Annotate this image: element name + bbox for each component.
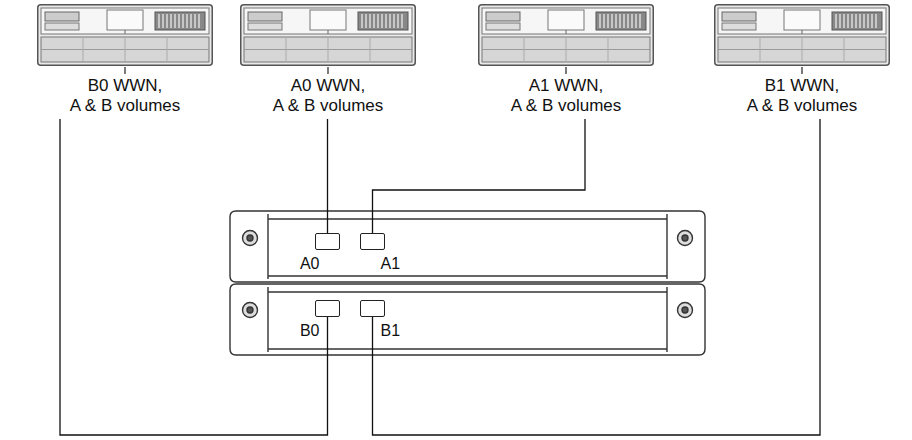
port-box: B1	[360, 300, 385, 317]
wrap-spacer	[746, 76, 764, 77]
port-label: A0	[300, 255, 320, 273]
fibre-cable	[60, 119, 328, 435]
port-label: A1	[381, 255, 401, 273]
wrap-spacer	[841, 76, 859, 77]
host-label: B1 WWN, A & B volumes	[746, 76, 859, 116]
host-label: B0 WWN, A & B volumes	[69, 76, 182, 116]
host-server: B0 WWN, A & B volumes	[37, 4, 213, 116]
host-label: A1 WWN, A & B volumes	[510, 76, 623, 116]
controller-tray	[230, 284, 705, 355]
port-box: A0	[315, 233, 340, 250]
host-label: A0 WWN, A & B volumes	[272, 76, 385, 116]
port-label: B1	[381, 322, 401, 340]
host-server: A1 WWN, A & B volumes	[478, 4, 654, 116]
port-label: B0	[300, 322, 320, 340]
host-server: A0 WWN, A & B volumes	[240, 4, 416, 116]
wrap-spacer	[164, 76, 182, 77]
server-drawing	[241, 5, 416, 66]
wrap-spacer	[69, 76, 87, 77]
port-box: A1	[360, 233, 385, 250]
wrap-spacer	[272, 76, 290, 77]
controller-tray	[230, 211, 705, 282]
server-drawing	[38, 5, 213, 66]
wrap-spacer	[605, 76, 623, 77]
server-drawing	[479, 5, 654, 66]
port-box: B0	[315, 300, 340, 317]
fibre-cable	[327, 119, 328, 233]
server-ticks	[125, 67, 802, 74]
server-drawing	[715, 5, 890, 66]
fibre-cable	[373, 119, 586, 233]
host-server: B1 WWN, A & B volumes	[714, 4, 890, 116]
fibre-cable	[373, 119, 821, 435]
wrap-spacer	[510, 76, 528, 77]
wrap-spacer	[367, 76, 385, 77]
